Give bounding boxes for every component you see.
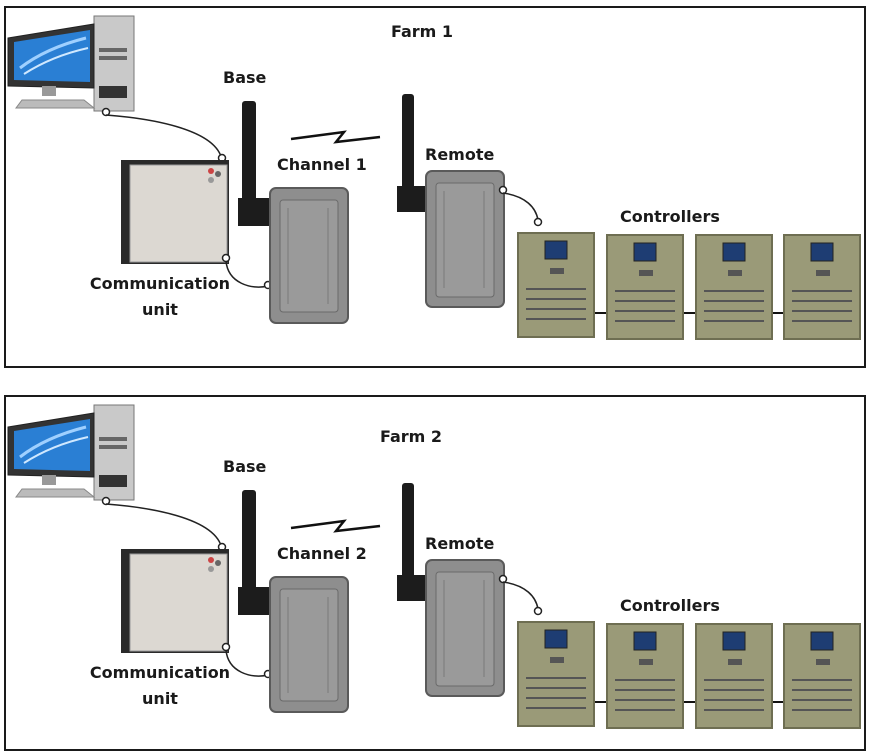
controller-icon <box>606 234 684 340</box>
base-label: Base <box>223 457 267 476</box>
remote-label: Remote <box>425 145 495 164</box>
base-label: Base <box>223 68 267 87</box>
computer-icon <box>7 15 135 112</box>
cable-line <box>225 649 269 677</box>
farm-title: Farm 2 <box>380 427 443 446</box>
communication-unit-icon <box>121 160 229 264</box>
controllers-label: Controllers <box>620 596 720 615</box>
port-icon <box>533 217 543 227</box>
cable-line <box>502 192 539 221</box>
base-radio-icon <box>238 101 349 324</box>
controller-icon <box>517 232 595 338</box>
base-radio-icon <box>238 490 349 713</box>
controller-icon <box>695 623 773 729</box>
port-icon <box>498 185 508 195</box>
controller-icon <box>783 623 861 729</box>
farm-2-diagram <box>7 404 861 729</box>
wireless-link-icon <box>290 130 381 144</box>
comm-unit-label-line2: unit <box>142 300 178 319</box>
cable-line <box>105 503 223 550</box>
comm-unit-label-line1: Communication <box>89 274 231 293</box>
cable-line <box>105 114 223 161</box>
channel-label: Channel 2 <box>277 544 367 563</box>
port-icon <box>533 606 543 616</box>
comm-unit-label-line1: Communication <box>89 663 231 682</box>
port-icon <box>221 642 231 652</box>
controller-icon <box>517 621 595 727</box>
channel-label: Channel 1 <box>277 155 367 174</box>
remote-radio-icon <box>397 483 505 697</box>
farm-panel-2: Farm 2 Base Channel 2 Remote Controllers… <box>4 395 866 751</box>
computer-icon <box>7 404 135 501</box>
port-icon <box>498 574 508 584</box>
comm-unit-label-line2: unit <box>142 689 178 708</box>
farm-title: Farm 1 <box>391 22 454 41</box>
cable-line <box>225 260 269 288</box>
cable-line <box>502 581 539 610</box>
controllers-label: Controllers <box>620 207 720 226</box>
port-icon <box>221 253 231 263</box>
controller-icon <box>695 234 773 340</box>
wireless-link-icon <box>290 519 381 533</box>
farm-1-diagram <box>7 15 861 340</box>
controller-icon <box>783 234 861 340</box>
farm-panel-1: Farm 1 Base Channel 1 Remote Controllers… <box>4 6 866 368</box>
remote-label: Remote <box>425 534 495 553</box>
controller-icon <box>606 623 684 729</box>
communication-unit-icon <box>121 549 229 653</box>
remote-radio-icon <box>397 94 505 308</box>
